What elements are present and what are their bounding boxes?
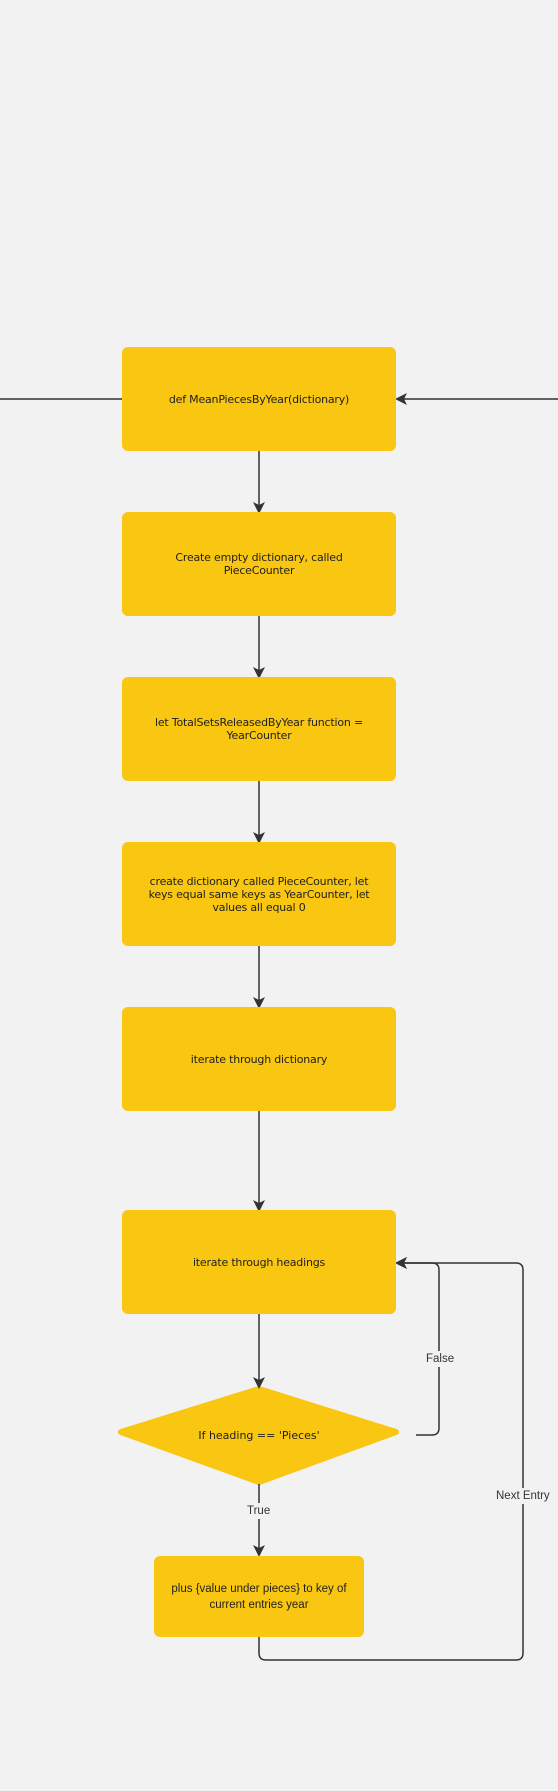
node-iterate-dictionary[interactable]: iterate through dictionary (122, 1007, 396, 1111)
node-if-heading-pieces[interactable]: If heading == 'Pieces' (160, 1420, 358, 1450)
node-def-function[interactable]: def MeanPiecesByYear(dictionary) (122, 347, 396, 451)
node-create-piececounter-dictionary[interactable]: create dictionary called PieceCounter, l… (122, 842, 396, 946)
node-plus-value-label: plus {value under pieces} to key of curr… (171, 1582, 347, 1611)
decision-diamond (118, 1386, 399, 1485)
node-iterate-headings-label: iterate through headings (192, 1255, 326, 1269)
node-let-total-sets[interactable]: let TotalSetsReleasedByYear function = Y… (122, 677, 396, 781)
edge-label-next-entry: Next Entry (493, 1488, 553, 1504)
edge-label-false: False (423, 1351, 458, 1367)
node-def-function-label: def MeanPiecesByYear(dictionary) (168, 392, 350, 406)
node-plus-value[interactable]: plus {value under pieces} to key of curr… (154, 1556, 364, 1637)
edge-next-entry-loop (258, 1257, 524, 1661)
node-create-empty-dictionary-label: Create empty dictionary, called PieceCou… (175, 551, 343, 577)
edge-false-loop (395, 1257, 440, 1436)
edge-label-true: True (244, 1503, 274, 1519)
node-create-empty-dictionary[interactable]: Create empty dictionary, called PieceCou… (122, 512, 396, 616)
node-iterate-headings[interactable]: iterate through headings (122, 1210, 396, 1314)
node-let-total-sets-label: let TotalSetsReleasedByYear function = Y… (155, 716, 363, 742)
node-iterate-dictionary-label: iterate through dictionary (190, 1052, 328, 1066)
node-create-piececounter-dictionary-label: create dictionary called PieceCounter, l… (148, 874, 370, 914)
node-if-heading-pieces-label: If heading == 'Pieces' (198, 1428, 320, 1442)
